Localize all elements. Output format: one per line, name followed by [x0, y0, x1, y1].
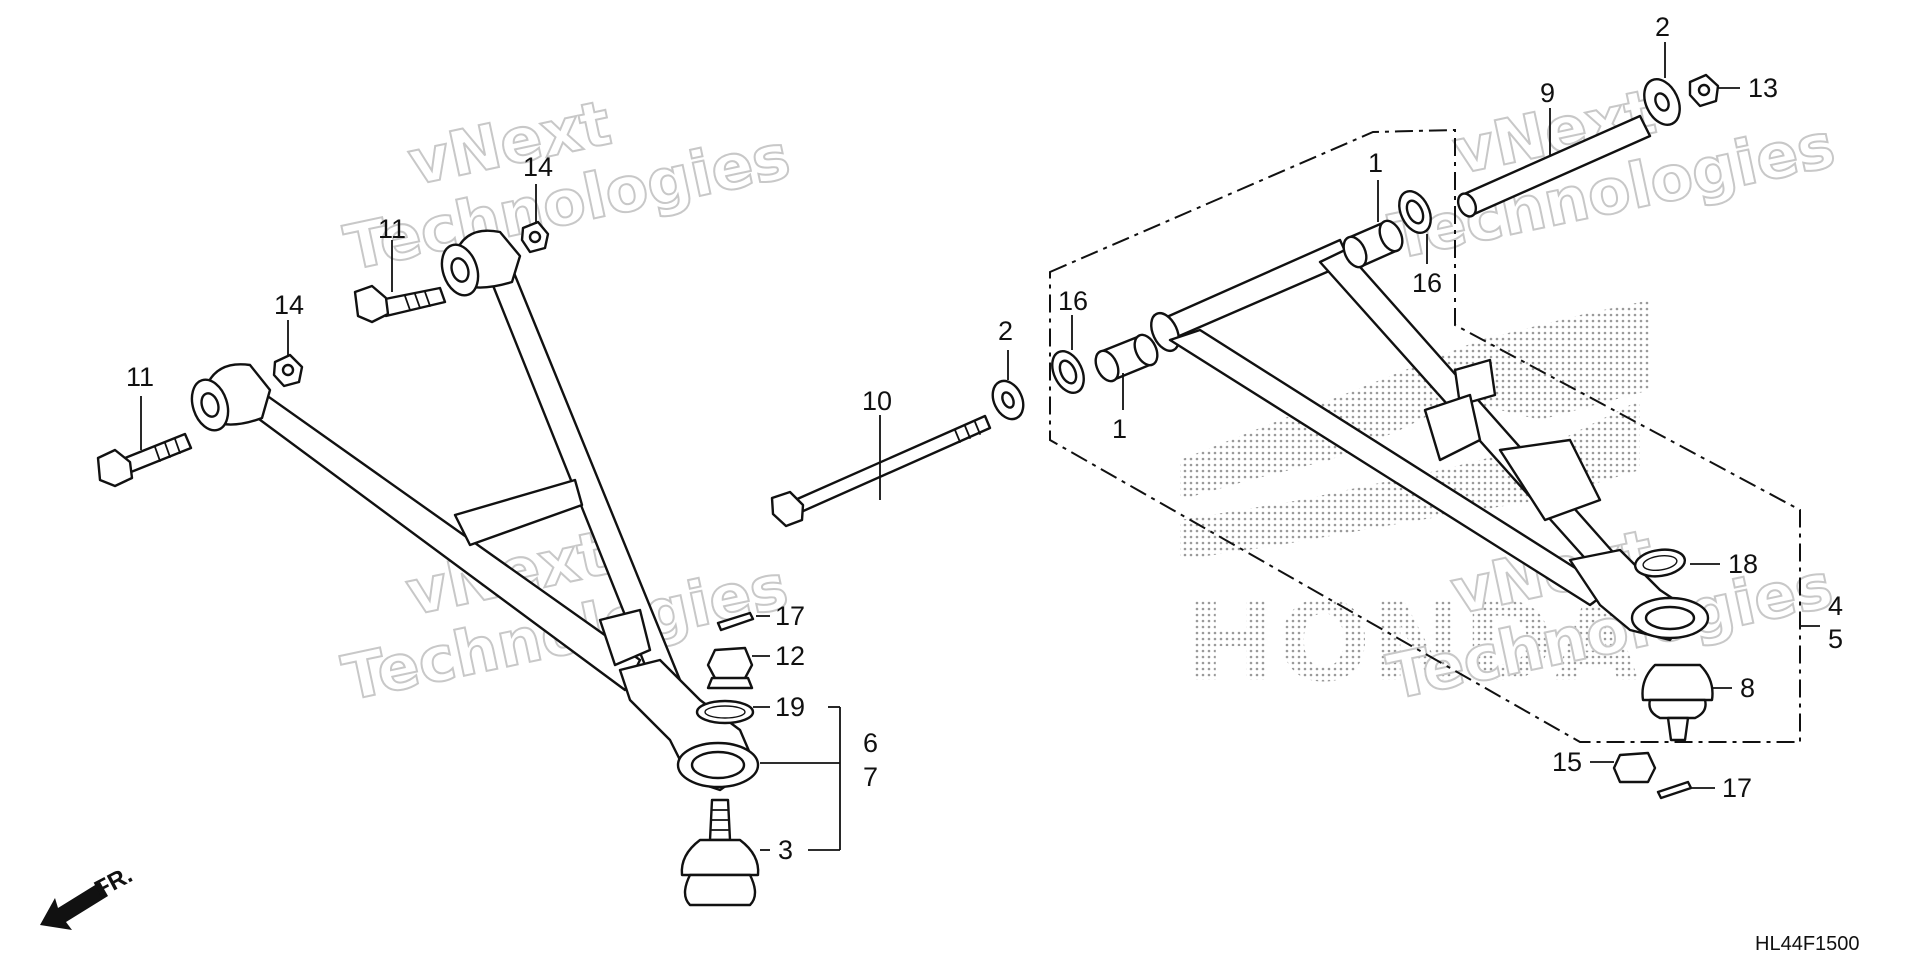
cotter-pin-17-left — [716, 611, 755, 632]
callout-1: 1 — [1368, 148, 1383, 178]
callout-14: 14 — [274, 290, 304, 320]
callout-17: 17 — [775, 601, 805, 631]
bolt-11-lower — [96, 432, 193, 488]
pivot-bolt-10 — [770, 414, 992, 528]
diagram-code: HL44F1500 — [1755, 933, 1860, 955]
callout-6: 6 — [863, 728, 878, 758]
seal-16-upper — [1398, 190, 1432, 234]
callout-11: 11 — [126, 362, 154, 392]
callout-5: 5 — [1828, 624, 1843, 654]
bolt-11-upper — [353, 284, 447, 324]
ball-joint-3 — [680, 798, 760, 907]
callout-2: 2 — [998, 316, 1013, 346]
callout-8: 8 — [1740, 673, 1755, 703]
callout-14: 14 — [523, 152, 553, 182]
bushing-1-upper — [1342, 219, 1404, 269]
nut-13 — [1688, 73, 1720, 108]
callout-9: 9 — [1540, 78, 1555, 108]
callout-11: 11 — [378, 214, 406, 244]
assembly-outline-4-5 — [1049, 128, 1801, 743]
washer-2-upper — [1643, 78, 1681, 126]
ball-joint-8 — [1641, 663, 1714, 742]
callout-4: 4 — [1828, 591, 1843, 621]
castle-nut-12 — [706, 646, 754, 690]
callout-12: 12 — [775, 641, 805, 671]
nut-15 — [1612, 751, 1657, 784]
washer-2-lower — [991, 379, 1025, 421]
callout-3: 3 — [778, 835, 793, 865]
bushing-1-lower — [1094, 333, 1159, 383]
callout-labels: 14 11 14 11 17 12 19 6 7 3 10 2 16 1 1 1… — [126, 12, 1843, 865]
seal-16-lower — [1051, 350, 1085, 394]
callout-7: 7 — [863, 762, 878, 792]
callout-13: 13 — [1748, 73, 1778, 103]
callout-18: 18 — [1728, 549, 1758, 579]
callout-16: 16 — [1058, 286, 1088, 316]
circlip-18 — [1633, 548, 1687, 578]
cotter-pin-17-right — [1656, 780, 1693, 800]
right-lower-arm — [1150, 238, 1710, 642]
left-lower-arm — [190, 229, 760, 792]
front-direction-arrow: FR. — [40, 861, 137, 930]
callout-1: 1 — [1112, 414, 1127, 444]
callout-15: 15 — [1552, 747, 1582, 777]
callout-16: 16 — [1412, 268, 1442, 298]
leader-lines — [140, 42, 1820, 851]
circlip-19 — [695, 699, 755, 725]
callout-19: 19 — [775, 692, 805, 722]
nut-14-lower — [272, 353, 304, 388]
pivot-pipe-9 — [1456, 114, 1652, 218]
callout-2: 2 — [1655, 12, 1670, 42]
brand-wordmark: HONDA — [1185, 578, 1639, 706]
nut-14-upper — [520, 220, 550, 254]
callout-10: 10 — [862, 386, 892, 416]
callout-17: 17 — [1722, 773, 1752, 803]
